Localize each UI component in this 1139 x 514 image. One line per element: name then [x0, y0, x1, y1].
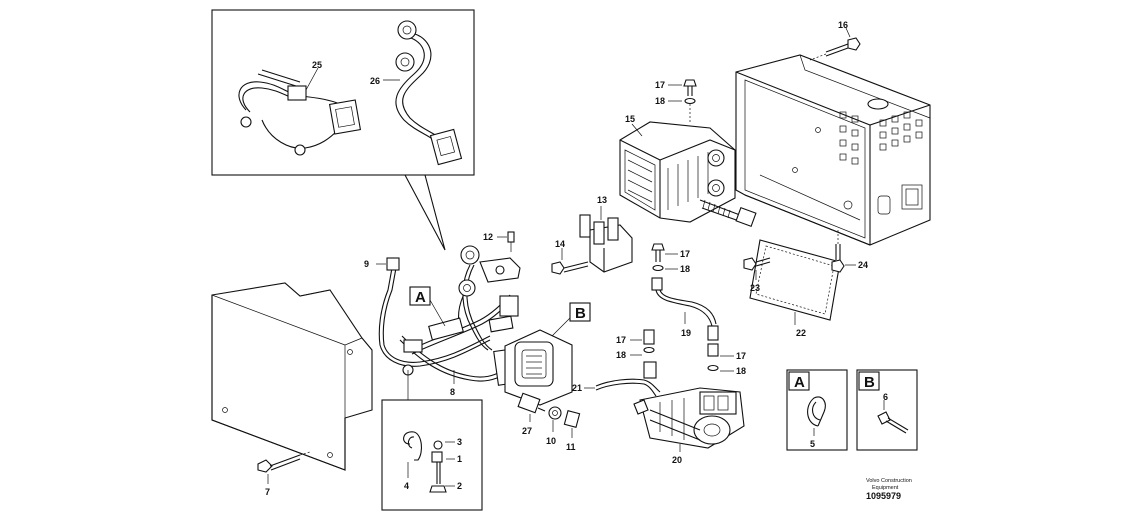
bolt-23: 23: [743, 257, 771, 293]
drawing-reference-number: 1095979: [866, 491, 901, 501]
callout-17-mid: 17: [680, 249, 690, 259]
detail-tag-a-main: A: [409, 286, 446, 327]
callout-11: 11: [566, 442, 576, 452]
callout-5: 5: [810, 439, 815, 449]
callout-18-right: 18: [736, 366, 746, 376]
svg-text:B: B: [575, 305, 586, 322]
callout-16: 16: [838, 20, 848, 30]
callout-22: 22: [796, 328, 806, 338]
washer-10: 10: [546, 406, 562, 446]
bolt-17-top: 17 18: [655, 79, 697, 122]
fitting-17-18-upper: 17 18: [651, 243, 690, 274]
harness-detail-inset: 25 26: [211, 9, 475, 251]
clamp-12: 12: [479, 231, 521, 283]
bolt-16: 16: [809, 20, 861, 61]
callout-15: 15: [625, 114, 635, 124]
callout-17-right: 17: [736, 351, 746, 361]
pump-20: 20: [633, 387, 745, 465]
hose-19: 19: [651, 277, 719, 341]
callout-17-left: 17: [616, 335, 626, 345]
housing-box: [735, 54, 931, 246]
callout-6: 6: [883, 392, 888, 402]
cover-plate: [211, 282, 373, 471]
svg-text:B: B: [864, 374, 875, 391]
detail-box-a: A 5: [786, 369, 848, 451]
gasket-plate-22: 22: [749, 239, 841, 338]
callout-18-left: 18: [616, 350, 626, 360]
relay-unit-13: 13: [579, 195, 633, 273]
sensor-9: 9: [364, 257, 400, 271]
callout-25: 25: [312, 60, 322, 70]
drawing-caption: Volvo Construction Equipment 1095979: [866, 478, 912, 501]
vent-holes: [839, 111, 923, 165]
fitting-17-18-right: 17 18: [707, 343, 746, 376]
callout-23: 23: [750, 283, 760, 293]
callout-7: 7: [265, 487, 270, 497]
callout-2: 2: [457, 481, 462, 491]
connector-bracket: [504, 329, 573, 406]
svg-text:A: A: [794, 374, 805, 391]
callout-9: 9: [364, 259, 369, 269]
callout-26: 26: [370, 76, 380, 86]
hose-21: 21: [572, 361, 661, 397]
harness-25: [238, 67, 362, 156]
callout-10: 10: [546, 436, 556, 446]
plug-11: 11: [563, 410, 581, 452]
callout-19: 19: [681, 328, 691, 338]
callout-14: 14: [555, 239, 565, 249]
caption-brand-sub: Equipment: [872, 485, 899, 491]
callout-1: 1: [457, 454, 462, 464]
fitting-27: 27: [517, 392, 546, 436]
callout-27: 27: [522, 426, 532, 436]
callout-8: 8: [450, 387, 455, 397]
callout-20: 20: [672, 455, 682, 465]
bolt-24: 24: [831, 230, 868, 273]
bolt-7: 7: [257, 451, 311, 497]
fitting-17-18-left: 17 18: [616, 329, 655, 360]
callout-3: 3: [457, 437, 462, 447]
control-unit-15: 15: [619, 114, 757, 228]
callout-18-top: 18: [655, 96, 665, 106]
callout-12: 12: [483, 232, 493, 242]
clip-detail-inset: 3 1 2 4: [381, 370, 483, 511]
callout-21: 21: [572, 383, 582, 393]
detail-tag-b-main: B: [551, 302, 591, 337]
callout-17-top: 17: [655, 80, 665, 90]
bolt-14: 14: [551, 239, 589, 275]
detail-box-b: B 6: [856, 369, 918, 451]
callout-4: 4: [404, 481, 409, 491]
callout-13: 13: [597, 195, 607, 205]
callout-24: 24: [858, 260, 868, 270]
harness-26: [383, 20, 463, 166]
svg-text:A: A: [415, 289, 426, 306]
callout-18-mid: 18: [680, 264, 690, 274]
caption-brand: Volvo Construction: [866, 478, 912, 484]
